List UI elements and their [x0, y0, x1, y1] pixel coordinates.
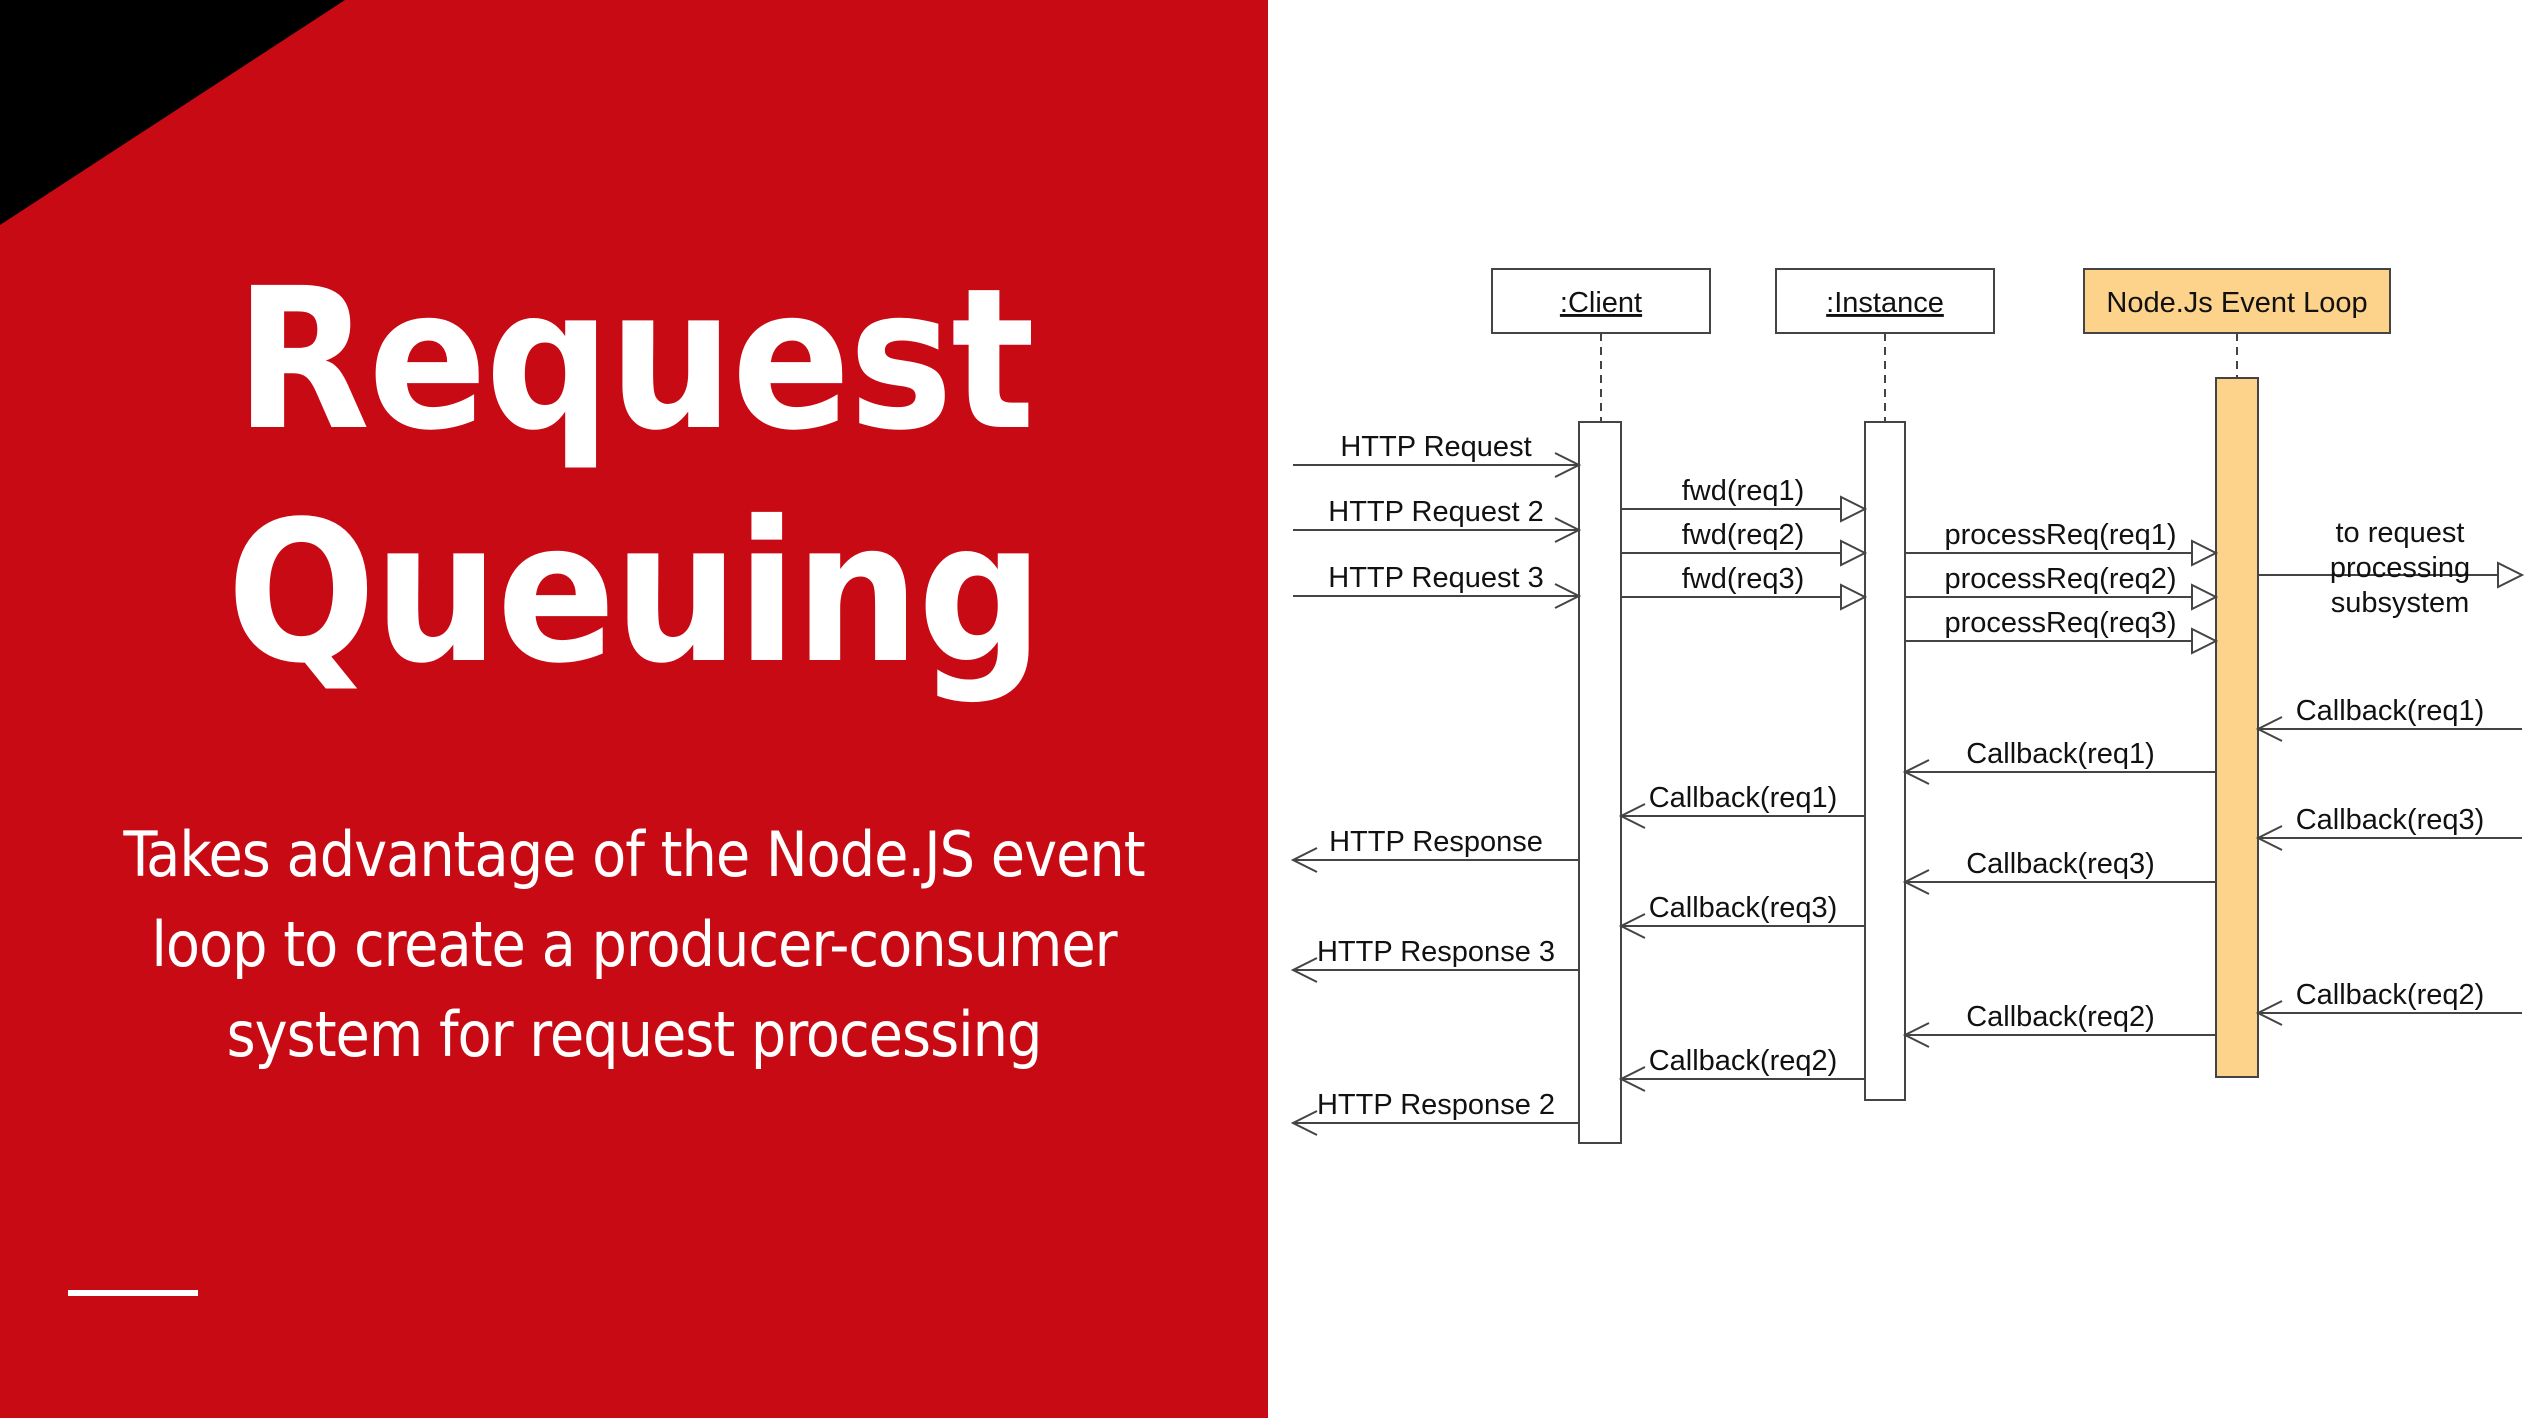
message-label-0: HTTP Request [1340, 431, 1531, 463]
message-label-20: Callback(req2) [1649, 1045, 1838, 1077]
participant-box-eventloop [2083, 268, 2391, 334]
message-arrowhead-20 [1618, 1066, 1646, 1092]
participant-box-instance [1775, 268, 1995, 334]
participant-box-client [1491, 268, 1711, 334]
activation-client [1578, 421, 1622, 1144]
slide-title-line-2: Queuing [226, 479, 1044, 706]
message-label-line: to request [2336, 517, 2465, 549]
message-label-3: fwd(req1) [1682, 475, 1805, 507]
participant-label-client: :Client [1560, 287, 1642, 319]
message-label-13: HTTP Response [1329, 826, 1543, 858]
participant-label-eventloop: Node.Js Event Loop [2106, 287, 2367, 319]
message-label-14: Callback(req3) [2296, 804, 2485, 836]
message-label-15: Callback(req3) [1966, 848, 2155, 880]
message-label-7: processReq(req2) [1944, 563, 2176, 595]
message-label-10: Callback(req1) [2296, 695, 2485, 727]
message-arrowhead-1 [1554, 517, 1582, 543]
message-arrowhead-7 [2191, 583, 2219, 611]
message-arrowhead-2 [1554, 583, 1582, 609]
message-label-16: Callback(req3) [1649, 892, 1838, 924]
message-label-8: processReq(req3) [1944, 607, 2176, 639]
corner-triangle [0, 0, 345, 225]
slide-title-line-1: Request [235, 246, 1035, 473]
message-arrowhead-8 [2191, 627, 2219, 655]
message-arrowhead-9 [2497, 561, 2525, 589]
title-panel: Request Queuing Takes advantage of the N… [0, 0, 1268, 1418]
message-label-2: HTTP Request 3 [1328, 562, 1543, 594]
message-label-12: Callback(req1) [1649, 782, 1838, 814]
slide-subtitle: Takes advantage of the Node.JS event loo… [123, 818, 1145, 1071]
message-label-5: fwd(req3) [1682, 563, 1805, 595]
message-arrowhead-18 [2255, 1000, 2283, 1026]
message-label-6: processReq(req1) [1944, 519, 2176, 551]
message-arrowhead-15 [1902, 869, 1930, 895]
message-arrowhead-14 [2255, 825, 2283, 851]
message-label-17: HTTP Response 3 [1317, 936, 1555, 968]
message-label-line: subsystem [2331, 587, 2470, 619]
message-label-19: Callback(req2) [1966, 1001, 2155, 1033]
message-arrowhead-5 [1840, 583, 1868, 611]
message-label-21: HTTP Response 2 [1317, 1089, 1555, 1121]
activation-eventloop [2215, 377, 2259, 1078]
message-arrowhead-3 [1840, 495, 1868, 523]
message-arrowhead-6 [2191, 539, 2219, 567]
message-arrowhead-21 [1290, 1110, 1318, 1136]
message-arrowhead-0 [1554, 452, 1582, 478]
message-arrowhead-16 [1618, 913, 1646, 939]
message-label-11: Callback(req1) [1966, 738, 2155, 770]
message-label-18: Callback(req2) [2296, 979, 2485, 1011]
accent-rule [68, 1290, 198, 1296]
message-arrowhead-12 [1618, 803, 1646, 829]
message-label-4: fwd(req2) [1682, 519, 1805, 551]
message-label-line: processing [2330, 552, 2470, 584]
message-arrowhead-13 [1290, 847, 1318, 873]
message-arrowhead-11 [1902, 759, 1930, 785]
message-arrowhead-19 [1902, 1022, 1930, 1048]
message-arrowhead-10 [2255, 716, 2283, 742]
participant-label-instance: :Instance [1826, 287, 1944, 319]
message-label-1: HTTP Request 2 [1328, 496, 1543, 528]
message-arrowhead-4 [1840, 539, 1868, 567]
activation-instance [1864, 421, 1906, 1101]
message-arrowhead-17 [1290, 957, 1318, 983]
